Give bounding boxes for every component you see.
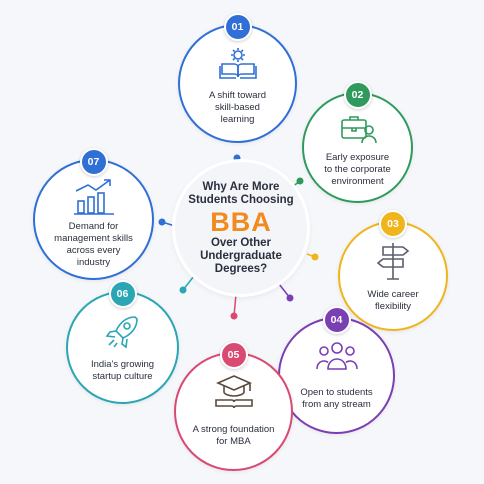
center-line-1: Why Are More (202, 180, 280, 193)
gear-book-icon (218, 46, 258, 85)
connector-dot-02 (296, 177, 304, 185)
badge-07: 07 (79, 148, 108, 176)
reason-02-label: Early exposure to the corporate environm… (324, 152, 391, 187)
center-highlight: BBA (210, 206, 272, 237)
badge-04: 04 (322, 306, 351, 334)
center-question: Why Are More Students Choosing BBA Over … (175, 162, 307, 294)
badge-02: 02 (343, 81, 372, 109)
reason-04-label: Open to students from any stream (300, 387, 373, 410)
connector-dot-01 (233, 154, 241, 162)
connector-05 (233, 293, 237, 317)
reason-03-label: Wide career flexibility (367, 289, 419, 312)
center-line-2: Students Choosing (188, 193, 294, 206)
center-line-5: Degrees? (214, 262, 268, 275)
badge-05: 05 (219, 341, 248, 369)
reason-04: 04 Open to students from any stream (278, 306, 395, 434)
connector-dot-06 (179, 286, 187, 294)
reason-02: 02 Early exposure to the corporate envir… (302, 81, 413, 203)
badge-03: 03 (379, 210, 407, 238)
people-group-icon (315, 341, 359, 376)
signpost-icon (375, 241, 411, 286)
reason-05: 05 A strong foundation for MBA (174, 341, 293, 471)
rocket-icon (105, 313, 141, 354)
bar-chart-growth-icon (72, 177, 116, 222)
connector-dot-07 (158, 218, 166, 226)
reason-03: 03 Wide career flexibility (338, 210, 448, 331)
graduation-cap-book-icon (212, 374, 256, 415)
reason-07: 07 Demand for management skills across e… (33, 148, 154, 280)
badge-06: 06 (108, 280, 137, 308)
connector-dot-05 (230, 312, 238, 320)
briefcase-person-icon (338, 112, 378, 149)
reason-05-label: A strong foundation for MBA (192, 424, 275, 447)
badge-01: 01 (223, 13, 252, 41)
reason-06: 06 India's growing startup culture (66, 280, 179, 404)
connector-dot-03 (311, 253, 319, 261)
reason-06-label: India's growing startup culture (90, 359, 155, 382)
reason-07-label: Demand for management skills across ever… (54, 221, 133, 268)
connector-dot-04 (286, 294, 294, 302)
center-line-3: Over Other (210, 236, 272, 249)
reason-01-label: A shift toward skill-based learning (208, 90, 267, 125)
reason-01: 01 A shift toward skill-based learning (178, 13, 297, 143)
center-line-4: Undergraduate (200, 249, 282, 262)
